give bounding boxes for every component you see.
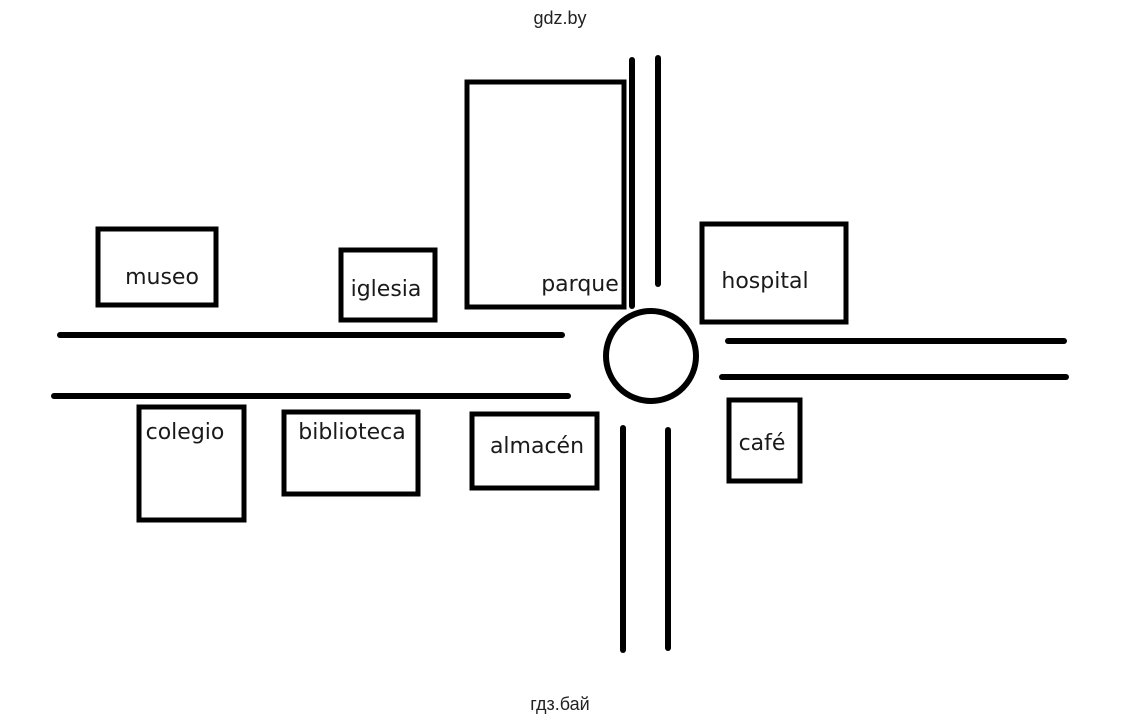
- biblioteca-building: [281, 409, 421, 497]
- place-almacen: almacén: [469, 411, 600, 491]
- museo-building: [95, 226, 219, 308]
- parque-label: parque: [541, 272, 619, 297]
- roads: [51, 55, 1069, 653]
- watermark-bottom: гдз.бай: [530, 694, 589, 714]
- colegio-label: colegio: [146, 420, 225, 445]
- iglesia-building: [338, 247, 438, 323]
- cafe-building: [726, 397, 803, 484]
- roundabout: [603, 308, 699, 404]
- colegio-building: [136, 404, 247, 523]
- museo-label: museo: [125, 265, 199, 290]
- parque-building: [464, 79, 627, 310]
- almacen-label: almacén: [490, 434, 584, 459]
- hospital-label: hospital: [721, 269, 808, 294]
- cafe-label: café: [739, 431, 786, 456]
- place-iglesia: iglesia: [338, 247, 438, 323]
- hospital-building: [699, 221, 849, 325]
- place-parque: parque: [464, 79, 627, 310]
- place-colegio: colegio: [136, 404, 247, 523]
- watermark-top: gdz.by: [533, 8, 586, 28]
- biblioteca-label: biblioteca: [298, 420, 405, 445]
- almacen-building: [469, 411, 600, 491]
- place-hospital: hospital: [699, 221, 849, 325]
- place-museo: museo: [95, 226, 219, 308]
- place-cafe: café: [726, 397, 803, 484]
- place-biblioteca: biblioteca: [281, 409, 421, 497]
- iglesia-label: iglesia: [351, 277, 422, 302]
